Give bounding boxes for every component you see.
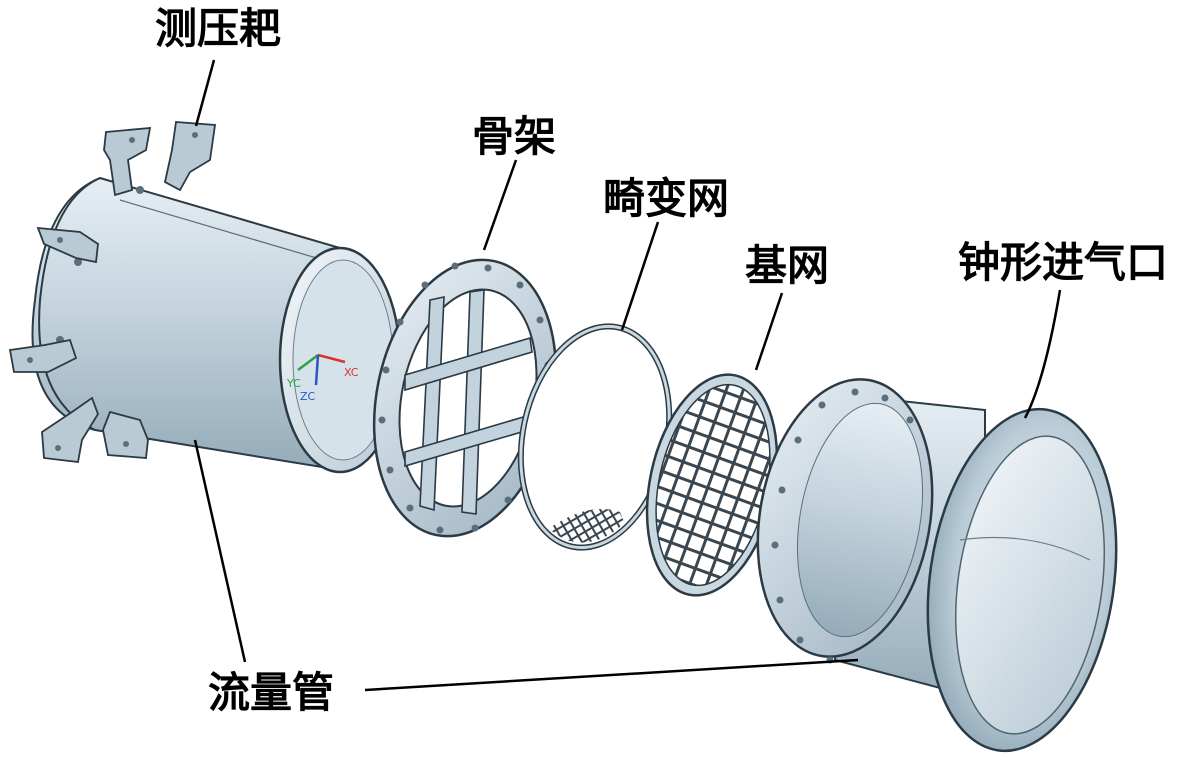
leader-base-screen (754, 292, 784, 371)
label-bell-inlet: 钟形进气口 (958, 238, 1169, 287)
pressure-rakes (8, 121, 217, 463)
flow-tube-seam (119, 199, 331, 263)
base-screen (645, 373, 779, 597)
pressure-rake-bottom-right (102, 410, 149, 459)
flow-tube-rear-rim (38, 177, 101, 431)
flow-tube (31, 176, 402, 474)
leader-lines (193, 59, 1062, 692)
pressure-rake-top-left (103, 126, 152, 197)
leader-flow-tube-1 (193, 439, 247, 663)
axis-y-label: YC (286, 377, 301, 390)
pressure-rake-left-upper (36, 226, 99, 264)
leader-distortion-screen (620, 221, 660, 331)
frame (372, 258, 558, 538)
coordinate-axes: XC YC ZC (286, 353, 359, 403)
bell-inlet-lip-inner (954, 435, 1106, 735)
leader-flow-tube-2 (364, 658, 859, 692)
label-flow-tube: 流量管 (208, 668, 335, 717)
leader-bell-inlet (1023, 289, 1062, 419)
bell-inlet (756, 378, 1118, 753)
axis-x-label: XC (344, 366, 359, 379)
label-base-screen: 基网 (745, 241, 830, 290)
leader-frame (482, 159, 518, 251)
pressure-rake-left-lower (8, 338, 78, 373)
label-distortion-screen: 畸变网 (603, 174, 730, 223)
frame-grid-bars (404, 289, 533, 515)
label-frame: 骨架 (472, 112, 557, 161)
label-pressure-rake: 测压耙 (155, 4, 282, 53)
axis-z-label: ZC (300, 390, 316, 403)
pressure-rake-top-right (163, 121, 217, 192)
leader-pressure-rake (194, 59, 216, 127)
bell-inlet-bolt-holes (771, 388, 914, 664)
